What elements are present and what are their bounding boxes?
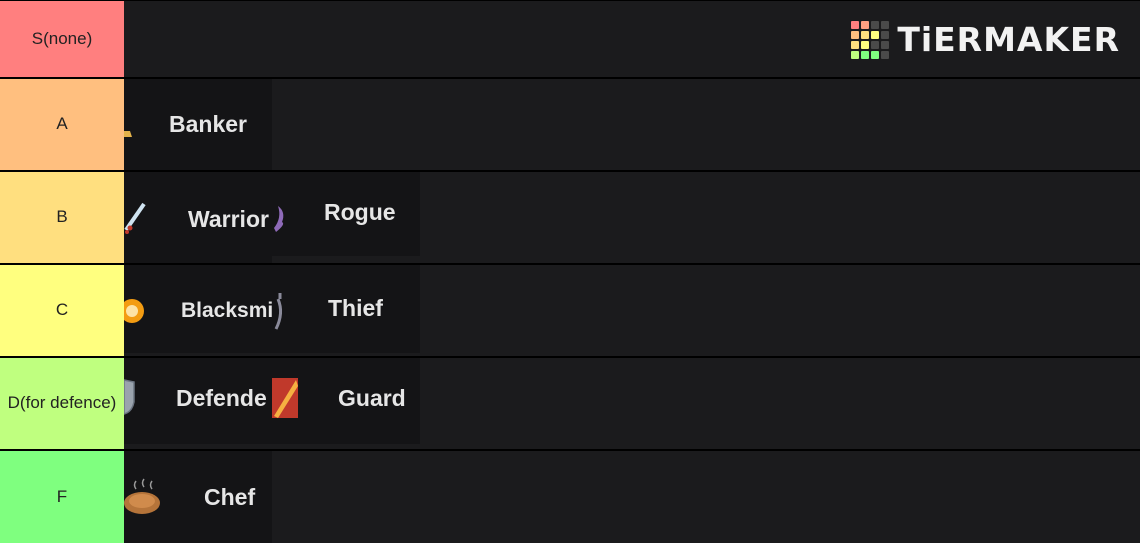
tier-label-f[interactable]: F [0, 451, 124, 543]
item-name: Chef [204, 484, 256, 510]
tier-items-s[interactable]: TiERMAKER [124, 1, 1140, 77]
tier-item-thief[interactable]: Thief [272, 265, 420, 353]
tier-label-c[interactable]: C [0, 265, 124, 356]
tier-label-b[interactable]: B [0, 172, 124, 263]
tiermaker-logo: TiERMAKER [851, 20, 1120, 59]
sword-icon [124, 202, 146, 234]
tier-item-chef[interactable]: Chef [124, 451, 272, 543]
tier-items-b[interactable]: Warrior Rogue [124, 172, 1140, 263]
item-name: Guard [338, 385, 406, 411]
hook-icon [274, 293, 283, 330]
tier-item-blacksmith[interactable]: Blacksmi [124, 265, 272, 353]
item-name: Banker [169, 111, 247, 137]
item-name: Rogue [324, 199, 396, 225]
tier-label-d[interactable]: D(for defence) [0, 358, 124, 449]
tier-items-d[interactable]: Defende Guard [124, 358, 1140, 449]
steak-icon [124, 478, 160, 514]
tier-item-guard[interactable]: Guard [272, 358, 420, 444]
tier-row-b: B Warrior Rogue [0, 172, 1140, 263]
tier-row-c: C Blacksmi Thief [0, 265, 1140, 356]
logo-text: TiERMAKER [897, 20, 1120, 59]
item-name: Blacksmi [181, 299, 272, 322]
flame-blade-icon [272, 378, 298, 418]
tier-item-defender[interactable]: Defende [124, 358, 272, 444]
tier-label-a[interactable]: A [0, 79, 124, 170]
item-name: Defende [176, 385, 267, 411]
tier-row-a: A Banker [0, 79, 1140, 170]
tier-items-a[interactable]: Banker [124, 79, 1140, 170]
gold-icon [124, 131, 132, 137]
tier-items-c[interactable]: Blacksmi Thief [124, 265, 1140, 356]
purple-dagger-icon [274, 206, 284, 232]
shield-icon [124, 379, 135, 415]
item-name: Warrior [188, 206, 269, 232]
tier-row-d: D(for defence) Defende Guard [0, 358, 1140, 449]
tier-row-s: S(none) TiERMAKER [0, 1, 1140, 77]
tier-row-f: F Chef [0, 451, 1140, 543]
logo-grid-icon [851, 20, 890, 59]
fire-anvil-icon [124, 299, 144, 323]
tier-item-warrior[interactable]: Warrior [124, 172, 272, 263]
tier-item-rogue[interactable]: Rogue [272, 172, 420, 256]
tier-items-f[interactable]: Chef [124, 451, 1140, 543]
tier-item-banker[interactable]: Banker [124, 79, 272, 170]
item-name: Thief [328, 295, 383, 321]
tier-label-s[interactable]: S(none) [0, 1, 124, 77]
